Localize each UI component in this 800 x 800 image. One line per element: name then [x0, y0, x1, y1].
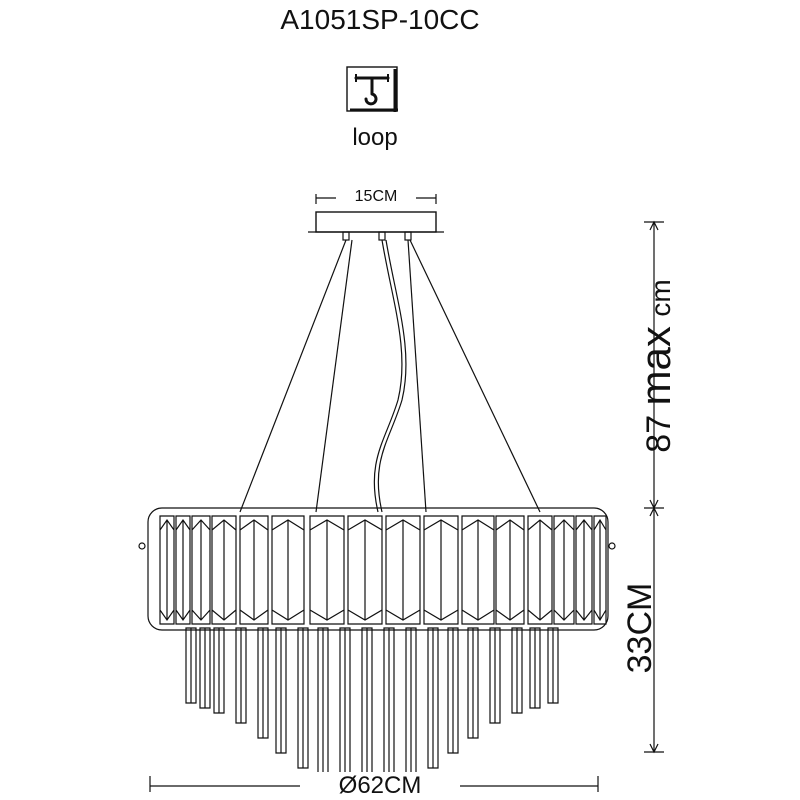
canopy-width-label: 15CM	[336, 188, 416, 206]
drop-number: 87	[640, 414, 678, 453]
crystal-ring	[147, 507, 609, 631]
drop-crystal	[511, 627, 523, 714]
drop-crystal	[339, 627, 351, 789]
drop-crystal	[185, 627, 197, 704]
drop-crystal	[547, 627, 559, 704]
body-height-label: 33CM	[621, 582, 659, 674]
power-cord	[373, 239, 403, 513]
drop-crystal	[275, 627, 287, 754]
suspension-cable-left	[239, 239, 347, 513]
suspension-cable-right	[409, 239, 541, 513]
ring-crystal	[347, 515, 383, 625]
drop-crystal	[361, 627, 373, 794]
drop-crystal	[257, 627, 269, 739]
ring-crystal	[175, 515, 191, 625]
drop-word: max	[632, 326, 679, 406]
ring-crystal	[527, 515, 553, 625]
mount-label: loop	[352, 124, 398, 151]
ring-crystal	[575, 515, 593, 625]
drop-crystal	[213, 627, 225, 714]
ring-crystal	[211, 515, 237, 625]
model-title: A1051SP-10CC	[280, 4, 480, 35]
ring-crystal	[191, 515, 211, 625]
ring-crystal	[461, 515, 495, 625]
ring-crystal	[271, 515, 305, 625]
drop-crystal	[467, 627, 479, 739]
ring-crystal	[239, 515, 269, 625]
drop-crystal	[405, 627, 417, 779]
ring-crystal	[309, 515, 345, 625]
ring-crystal	[553, 515, 575, 625]
ring-crystal	[423, 515, 459, 625]
drop-crystal	[427, 627, 439, 769]
drop-height-label: 87 max cm	[632, 186, 679, 546]
ring-crystal	[495, 515, 525, 625]
drop-crystal	[235, 627, 247, 724]
drop-crystal	[317, 627, 329, 779]
drop-crystal	[199, 627, 211, 709]
drop-crystal	[529, 627, 541, 709]
ring-crystal	[385, 515, 421, 625]
ring-crystal	[159, 515, 175, 625]
drop-crystal	[297, 627, 309, 769]
drop-unit: cm	[645, 279, 676, 317]
drop-crystal	[383, 627, 395, 789]
drop-crystal	[489, 627, 501, 724]
ceiling-canopy	[315, 211, 437, 233]
hook-loop-icon	[346, 66, 400, 114]
drop-crystal	[447, 627, 459, 754]
ring-crystal	[593, 515, 607, 625]
diameter-label: Ø62CM	[300, 772, 460, 800]
